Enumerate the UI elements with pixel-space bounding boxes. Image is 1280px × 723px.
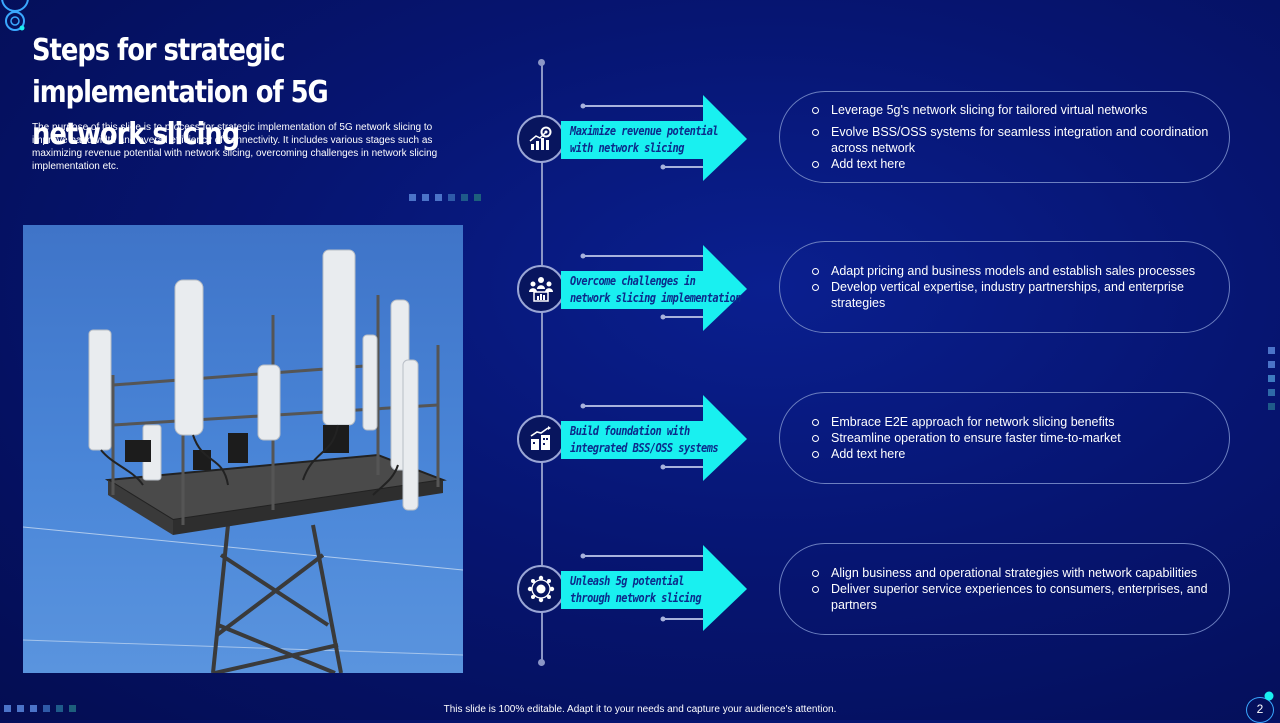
step-2-icon <box>517 265 565 313</box>
step-1-arrow: Maximize revenue potential with network … <box>561 93 751 185</box>
step-2-label: Overcome challenges in network slicing i… <box>570 273 741 307</box>
rising-chart-gear-icon <box>529 126 552 150</box>
list-item: Deliver superior service experiences to … <box>810 581 1229 613</box>
list-item: Add text here <box>810 446 1121 462</box>
step-1-label-line2: with network slicing <box>570 141 684 155</box>
dots-decoration-bottom <box>4 705 76 712</box>
step-3-icon <box>517 415 565 463</box>
footer-note: This slide is 100% editable. Adapt it to… <box>443 704 837 715</box>
list-item: Streamline operation to ensure faster ti… <box>810 430 1121 446</box>
step-3-card: Embrace E2E approach for network slicing… <box>779 392 1230 484</box>
timeline-end-dot <box>538 659 545 666</box>
list-item: Develop vertical expertise, industry par… <box>810 279 1229 311</box>
list-item: Leverage 5g's network slicing for tailor… <box>810 102 1229 118</box>
page-title: Steps for strategic implementation of 5G… <box>32 33 329 152</box>
step-1-icon <box>517 115 565 163</box>
step-2-arrow: Overcome challenges in network slicing i… <box>561 243 751 335</box>
dots-decoration-right <box>1268 347 1275 410</box>
step-2-bullet-list: Adapt pricing and business models and es… <box>780 263 1229 311</box>
list-item: Evolve BSS/OSS systems for seamless inte… <box>810 124 1229 156</box>
step-1-label-line1: Maximize revenue potential <box>570 124 719 138</box>
step-3-label: Build foundation with integrated BSS/OSS… <box>570 423 719 457</box>
list-item: Adapt pricing and business models and es… <box>810 263 1229 279</box>
page-description: The purpose of this slide is to process … <box>32 122 438 172</box>
step-4-label: Unleash 5g potential through network sli… <box>570 573 708 607</box>
list-item: Align business and operational strategie… <box>810 565 1229 581</box>
page-number-accent-dot <box>1264 691 1274 701</box>
cell-tower-photo <box>23 225 463 673</box>
corner-rings-decoration <box>1 0 29 31</box>
step-3-label-line2: integrated BSS/OSS systems <box>570 441 719 455</box>
team-presentation-icon <box>529 277 553 302</box>
step-3-arrow: Build foundation with integrated BSS/OSS… <box>561 393 751 485</box>
list-item: Add text here <box>810 156 1229 172</box>
step-3-label-line1: Build foundation with <box>570 424 690 438</box>
step-1-card: Leverage 5g's network slicing for tailor… <box>779 91 1230 183</box>
timeline-line <box>541 62 543 664</box>
step-4-bullet-list: Align business and operational strategie… <box>780 565 1229 613</box>
network-hub-icon <box>527 575 555 603</box>
step-1-bullet-list: Leverage 5g's network slicing for tailor… <box>780 102 1229 172</box>
step-1-label: Maximize revenue potential with network … <box>570 123 719 157</box>
building-growth-icon <box>530 426 551 450</box>
step-4-icon <box>517 565 565 613</box>
list-item: Embrace E2E approach for network slicing… <box>810 414 1121 430</box>
step-2-label-line2: network slicing implementation <box>570 291 741 305</box>
step-4-arrow: Unleash 5g potential through network sli… <box>561 543 751 635</box>
step-4-label-line2: through network slicing <box>570 591 702 605</box>
step-3-bullet-list: Embrace E2E approach for network slicing… <box>780 414 1121 462</box>
dots-decoration-top <box>409 194 481 201</box>
step-2-card: Adapt pricing and business models and es… <box>779 241 1230 333</box>
step-4-label-line1: Unleash 5g potential <box>570 574 684 588</box>
step-2-label-line1: Overcome challenges in <box>570 274 696 288</box>
step-4-card: Align business and operational strategie… <box>779 543 1230 635</box>
timeline-start-dot <box>538 59 545 66</box>
